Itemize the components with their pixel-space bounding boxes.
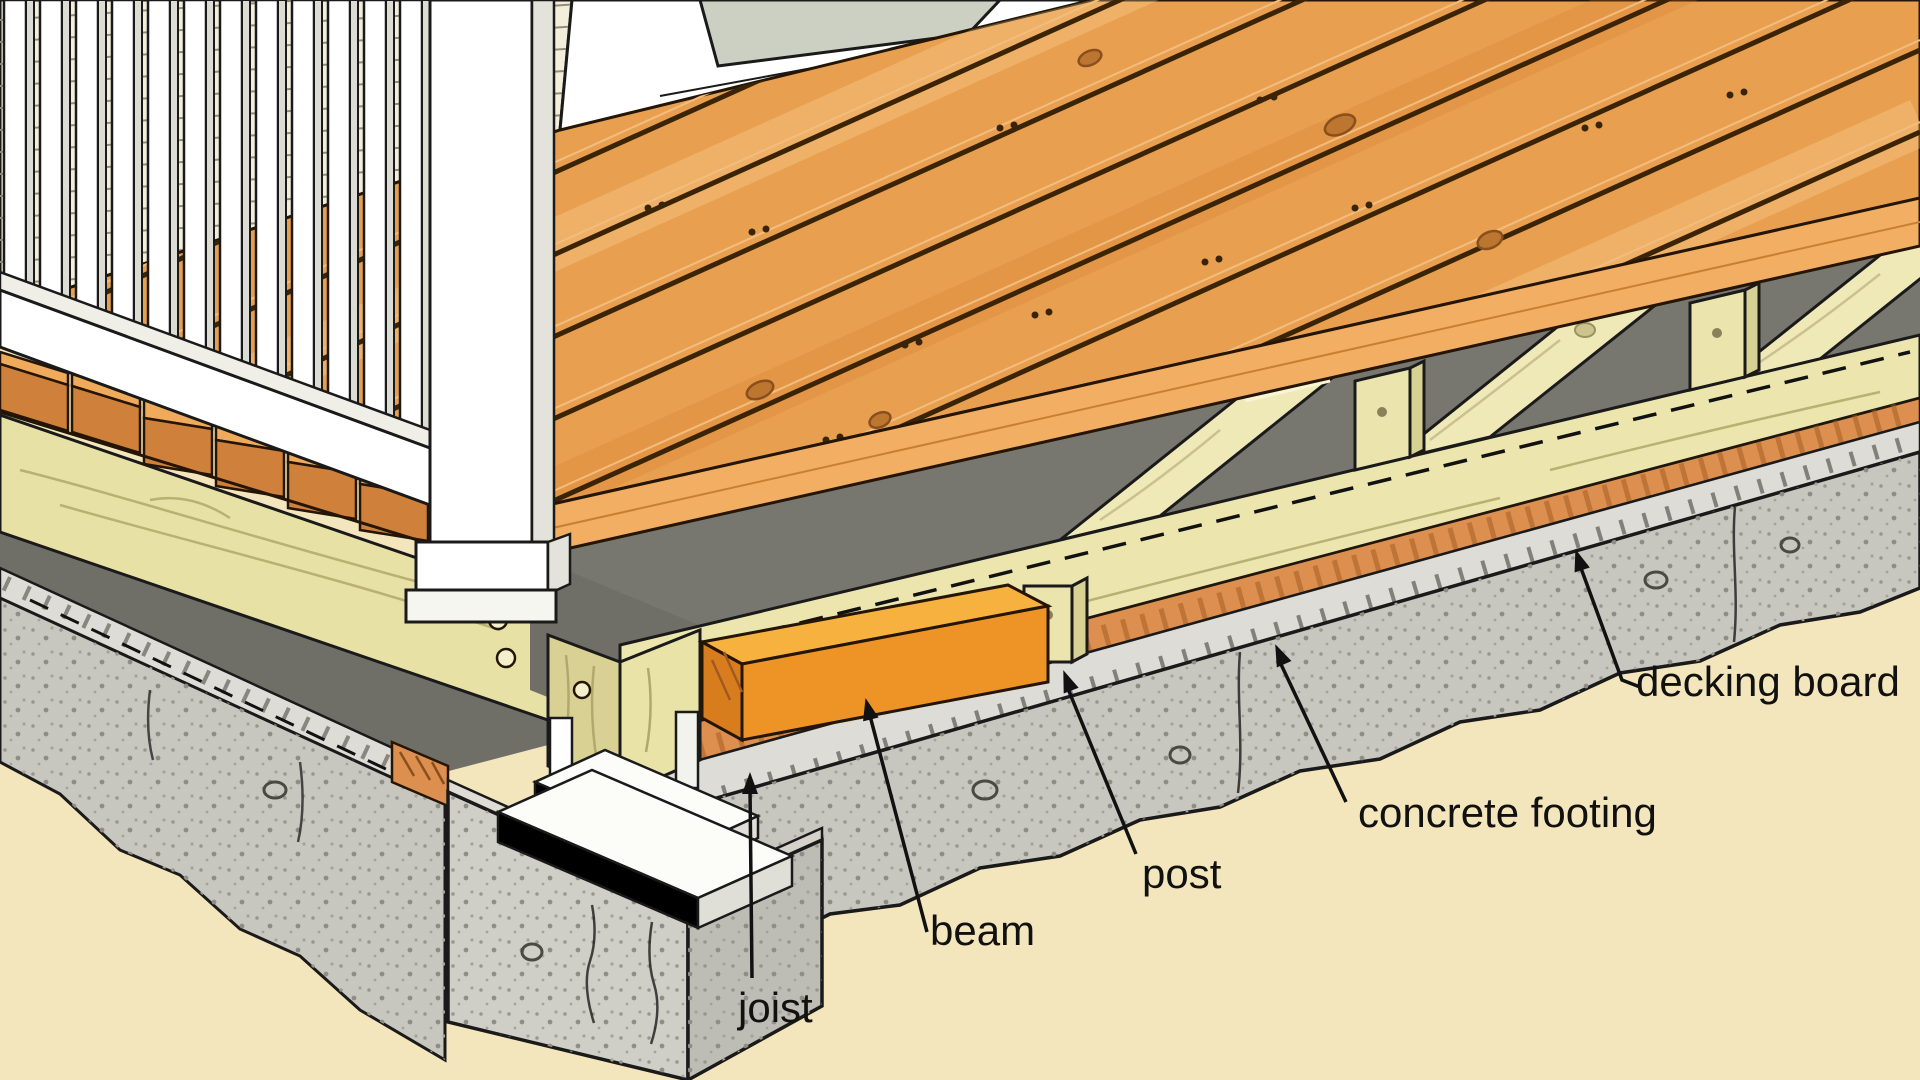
left-shadow bbox=[0, 532, 548, 772]
joists bbox=[1059, 242, 1920, 542]
right-understructure bbox=[530, 242, 1920, 975]
railing bbox=[0, 0, 572, 624]
beam-corner bbox=[697, 583, 1053, 743]
post-base-plate bbox=[404, 588, 558, 624]
left-footing-crack bbox=[146, 689, 304, 843]
arrowhead-concrete-footing bbox=[1275, 644, 1292, 668]
label-beam: beam bbox=[930, 907, 1035, 954]
leader-concrete-footing bbox=[1276, 657, 1348, 803]
arrowhead-post bbox=[1063, 670, 1079, 694]
railing-post bbox=[404, 0, 572, 624]
left-footing-speckle bbox=[0, 598, 445, 1060]
left-understructure bbox=[0, 413, 550, 1063]
bracket-tab bbox=[674, 710, 700, 790]
arrowhead-beam bbox=[863, 698, 879, 722]
fascia-line bbox=[547, 221, 1920, 530]
void-hole bbox=[262, 780, 288, 800]
label-decking-board: decking board bbox=[1636, 658, 1900, 705]
joist-grain bbox=[1429, 339, 1561, 441]
void-hole bbox=[1643, 570, 1669, 590]
beam-end-hatch bbox=[710, 651, 744, 701]
label-concrete-footing: concrete footing bbox=[1358, 789, 1657, 836]
joist-end bbox=[1353, 358, 1426, 472]
arrowhead-joist bbox=[742, 772, 758, 794]
void-hole bbox=[971, 779, 999, 801]
pier-cracks bbox=[585, 904, 659, 1045]
corner-assembly bbox=[446, 583, 1053, 1080]
label-post: post bbox=[1142, 850, 1222, 897]
leader-joist bbox=[748, 787, 754, 979]
rim-beam-dashed bbox=[647, 350, 1911, 662]
arrowheads bbox=[742, 549, 1590, 794]
label-joist: joist bbox=[736, 984, 813, 1031]
left-dashed-line bbox=[29, 598, 431, 792]
footing-speckle bbox=[640, 452, 1920, 972]
post-base-bracket bbox=[494, 710, 796, 930]
labels: joist beam post concrete footing decking… bbox=[736, 658, 1900, 1031]
joist-grain bbox=[1759, 273, 1881, 364]
void-hole bbox=[520, 942, 544, 962]
joist-end bbox=[1688, 280, 1761, 392]
joist-knot bbox=[1574, 322, 1596, 338]
leader-post bbox=[1064, 683, 1138, 855]
leader-decking-board bbox=[1576, 559, 1641, 689]
rim-screw bbox=[495, 647, 517, 669]
footing-joint bbox=[1236, 506, 1737, 794]
void-hole bbox=[1168, 745, 1192, 765]
arrowhead-decking-board bbox=[1574, 549, 1590, 573]
deck-screws bbox=[644, 88, 1748, 444]
annotations bbox=[748, 559, 1641, 979]
joist-fastener bbox=[1712, 328, 1722, 338]
pier-speckle bbox=[448, 792, 688, 1080]
void-hole bbox=[1779, 536, 1801, 554]
deck-knots bbox=[745, 48, 1504, 430]
post-bolt bbox=[572, 680, 592, 700]
joist-fastener bbox=[1377, 407, 1387, 417]
leader-beam bbox=[867, 711, 929, 933]
joist-grain bbox=[1099, 429, 1221, 522]
post-base-trim bbox=[414, 540, 550, 596]
joist-top-edge bbox=[1244, 377, 1331, 403]
beam-stub-hatch bbox=[398, 751, 446, 785]
